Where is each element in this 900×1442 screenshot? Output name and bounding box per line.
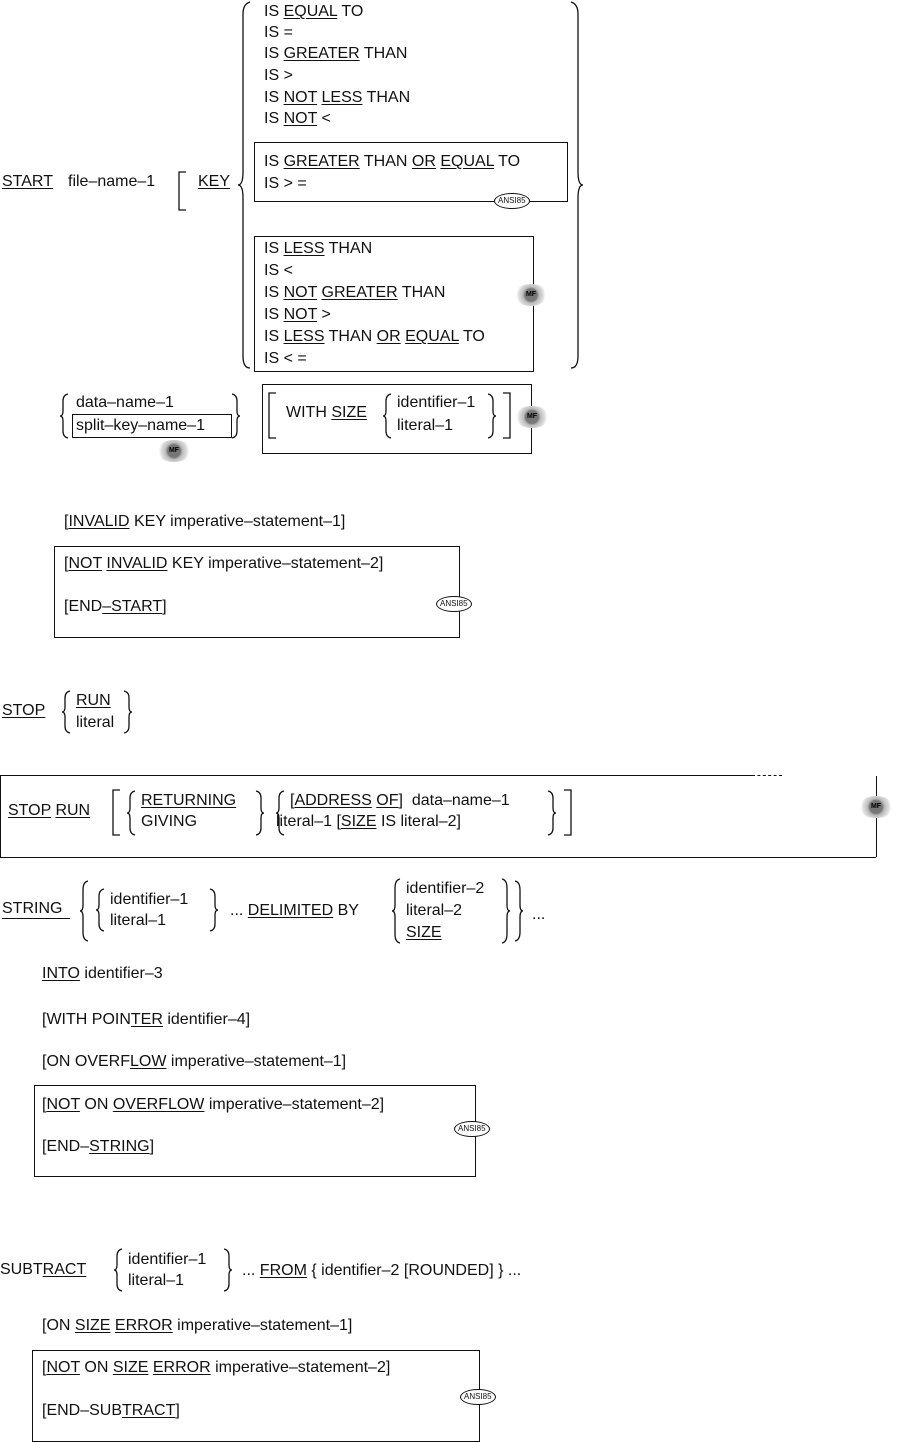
literal-1: literal–1 [128,1272,185,1289]
opt-equal-sym: IS = [264,24,293,41]
brace-left [59,393,69,439]
bracket-left [268,392,276,439]
end-string: [END–STRING] [42,1138,155,1155]
brace-right [570,1,584,369]
mf-badge: MF [156,440,192,462]
brace-left [275,790,285,836]
brace-left [95,888,105,932]
into-clause: INTO identifier–3 [42,965,163,982]
literal: literal [76,714,115,731]
literal-1: literal–1 [110,912,167,929]
brace-left [126,790,136,836]
opt-lte-sym: IS < = [264,350,307,367]
brace-right [487,393,497,439]
brace-right [223,1248,233,1292]
bracket-left [178,171,186,211]
opt-not-less-sym: IS NOT < [264,110,331,127]
brace-left [237,1,251,369]
brace-left [382,393,392,439]
identifier-2: identifier–2 [406,880,485,897]
identifier-1: identifier–1 [397,394,476,411]
opt-greater-sym: IS > [264,67,293,84]
delimited-by: ... DELIMITED BY [230,902,359,919]
stop-run: STOP RUN [8,802,91,819]
split-key-box [72,414,232,438]
size-error-clause: [ON SIZE ERROR imperative–statement–1] [42,1317,353,1334]
brace-left [61,690,71,734]
with-size: WITH SIZE [286,404,367,421]
end-subtract: [END–SUBTRACT] [42,1402,180,1419]
opt-not-greater-sym: IS NOT > [264,306,331,323]
start-keyword: START [2,173,53,190]
invalid-key-clause: [INVALID KEY imperative–statement–1] [64,513,346,530]
run-keyword: RUN [76,692,111,709]
brace-right [501,878,511,944]
not-overflow-clause: [NOT ON OVERFLOW imperative–statement–2] [42,1096,385,1113]
ellipsis: ... [532,906,546,923]
string-keyword: STRING [2,900,63,917]
stop-keyword: STOP [2,702,46,719]
literal-2: literal–2 [406,902,463,919]
bracket-right [564,789,572,836]
from-clause: ... FROM { identifier–2 [ROUNDED] } ... [242,1262,522,1279]
opt-greater: IS GREATER THAN [264,45,408,62]
key-keyword: KEY [198,173,231,190]
opt-gte-sym: IS > = [264,175,307,192]
ansi85-badge: ANSI85 [454,1121,490,1137]
brace-right [255,790,265,836]
file-name: file–name–1 [68,173,156,190]
gte-box [254,142,568,202]
ansi85-badge: ANSI85 [494,193,530,209]
mf-badge: MF [514,406,550,428]
ansi85-badge: ANSI85 [436,596,472,612]
mf-badge: MF [514,284,548,306]
identifier-1: identifier–1 [110,891,189,908]
identifier-1: identifier–1 [128,1251,207,1268]
opt-lte: IS LESS THAN OR EQUAL TO [264,328,485,345]
brace-right [123,690,133,734]
mf-badge: MF [858,796,894,818]
opt-equal: IS EQUAL TO [264,3,364,20]
size-keyword: SIZE [406,924,442,941]
ansi85-box [54,546,460,638]
pointer-clause: [WITH POINTER identifier–4] [42,1011,251,1028]
returning-keyword: RETURNING [141,792,237,809]
brace-left [79,880,89,942]
not-size-error-clause: [NOT ON SIZE ERROR imperative–statement–… [42,1359,391,1376]
literal-1: literal–1 [397,417,454,434]
opt-gte: IS GREATER THAN OR EQUAL TO [264,153,521,170]
bracket-left [112,789,120,836]
ansi85-badge: ANSI85 [460,1389,496,1405]
opt-not-greater: IS NOT GREATER THAN [264,284,446,301]
address-of: [ADDRESS OF] data–name–1 [290,792,510,809]
brace-right [209,888,219,932]
not-invalid-key-clause: [NOT INVALID KEY imperative–statement–2] [64,555,384,572]
giving-keyword: GIVING [141,813,198,830]
overflow-clause: [ON OVERFLOW imperative–statement–1] [42,1053,347,1070]
bracket-right [503,392,511,439]
brace-right [547,790,557,836]
opt-less-sym: IS < [264,262,293,279]
brace-left [391,878,401,944]
brace-left [113,1248,123,1292]
opt-not-less: IS NOT LESS THAN [264,89,411,106]
literal-size: literal–1 [SIZE IS literal–2] [276,813,461,830]
brace-right [514,880,524,942]
opt-less: IS LESS THAN [264,240,373,257]
brace-right [231,393,241,439]
end-start: [END–START] [64,598,167,615]
subtract-keyword: SUBTRACT [0,1261,87,1278]
data-name-1: data–name–1 [76,394,174,411]
split-key-name: split–key–name–1 [76,417,205,434]
